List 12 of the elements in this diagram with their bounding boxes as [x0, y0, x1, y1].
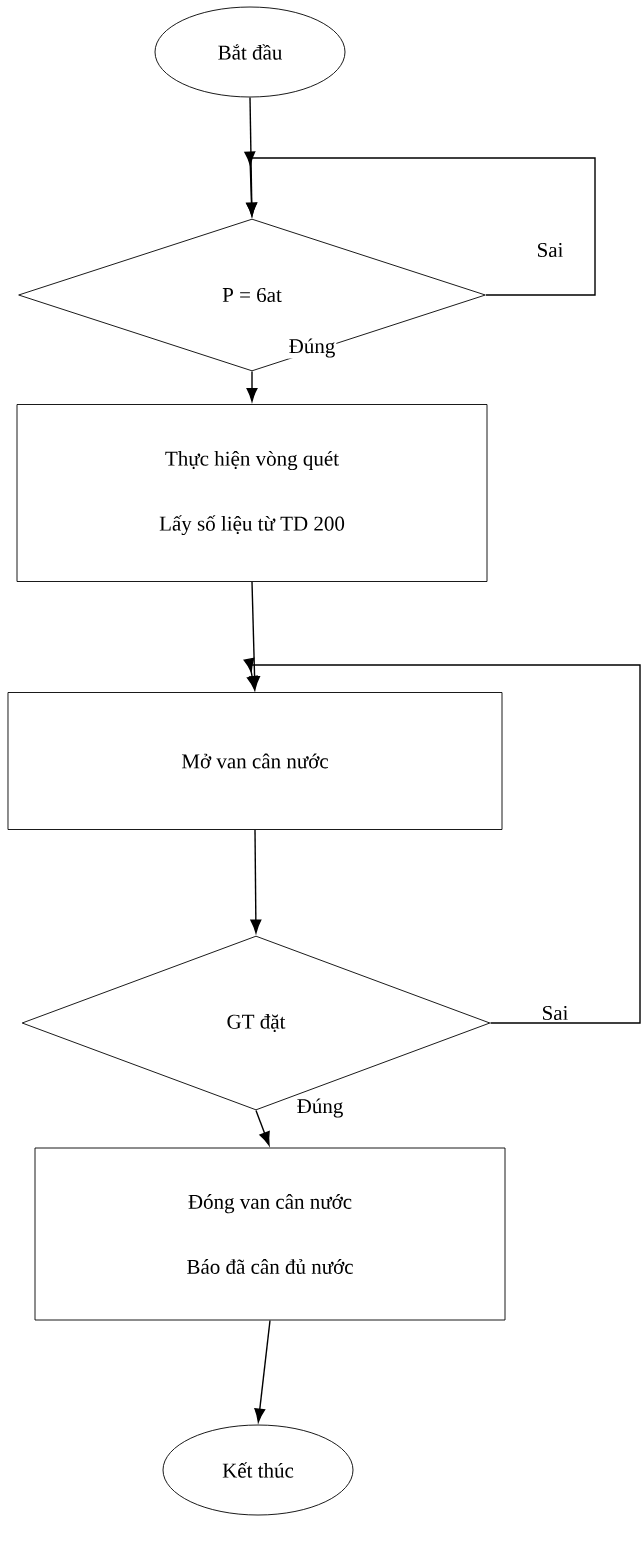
- arrow: [254, 1319, 271, 1423]
- process-box: Đóng van cân nước Báo đã cân đủ nước: [34, 1147, 506, 1321]
- edge-label: Sai: [535, 241, 565, 259]
- edge-label: Đúng: [287, 337, 337, 359]
- arrow: [244, 151, 596, 296]
- arrow: [243, 657, 641, 1024]
- arrow: [246, 370, 258, 402]
- process-box: Thực hiện vòng quét Lấy số liệu từ TD 200: [16, 404, 488, 582]
- process-box: Mở van cân nước: [7, 692, 503, 830]
- arrow: [250, 829, 262, 934]
- arrow: [255, 1109, 270, 1146]
- edge-label: Sai: [540, 1004, 570, 1022]
